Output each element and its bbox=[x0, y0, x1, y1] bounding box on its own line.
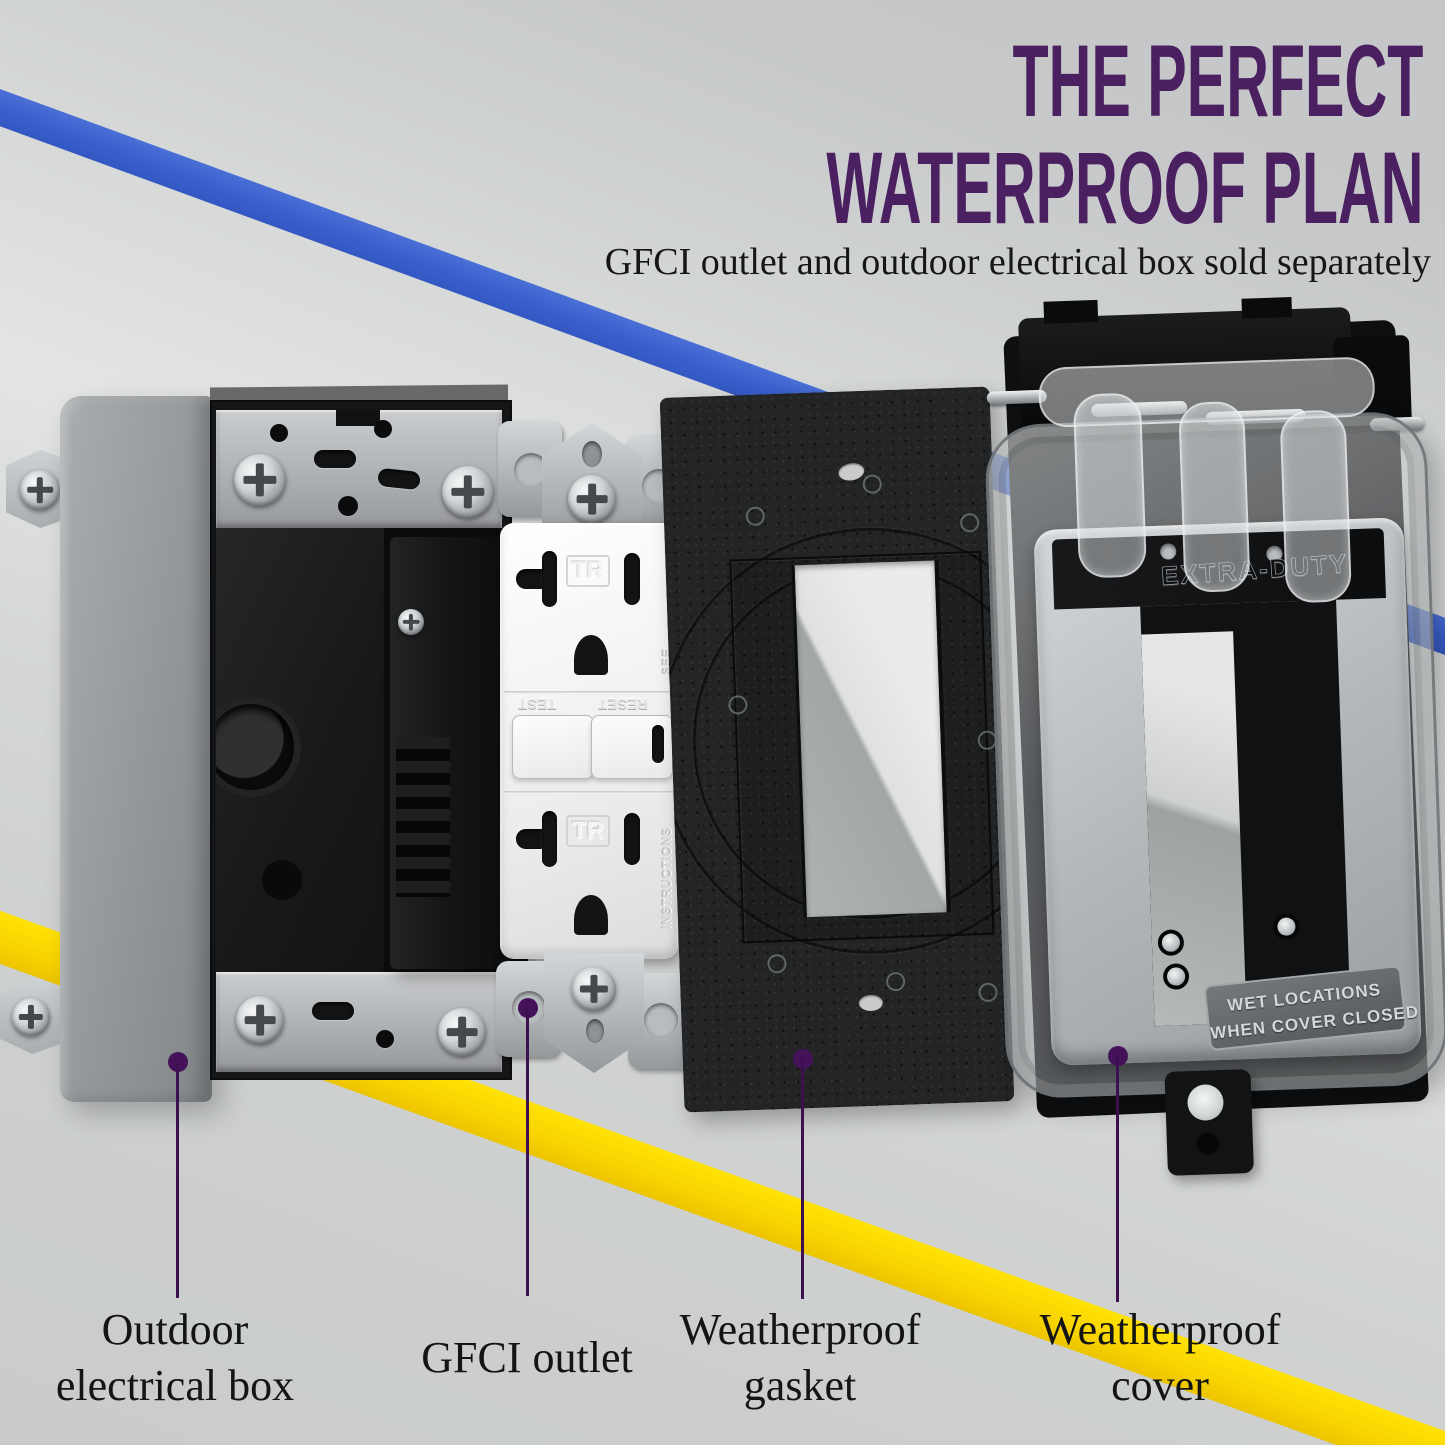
heatsink-fins bbox=[396, 737, 450, 897]
hot-slot bbox=[624, 553, 640, 605]
face-groove bbox=[504, 691, 674, 694]
callout-line-gasket bbox=[801, 1059, 804, 1299]
gfci-face: TR TEST RESET TR SEE INSTRUCTIONS bbox=[500, 523, 678, 959]
label-line: GFCI outlet bbox=[421, 1333, 633, 1382]
tr-marking: TR bbox=[566, 815, 610, 847]
box-mounting-plate-top bbox=[216, 410, 502, 528]
screw-icon bbox=[438, 1008, 486, 1056]
screw-icon bbox=[568, 475, 616, 523]
gasket-mark bbox=[767, 953, 787, 974]
box-side-panel bbox=[60, 396, 212, 1102]
weatherproof-cover: EXTRA-DUTY WET LOCATIONS WHEN COVER CLOS… bbox=[970, 290, 1445, 1198]
label-line: electrical box bbox=[55, 1361, 295, 1411]
screw-icon bbox=[12, 998, 50, 1036]
yoke-oval-hole bbox=[582, 441, 602, 467]
ground-hole bbox=[574, 895, 608, 935]
callout-line-box bbox=[176, 1062, 179, 1298]
label-line: Outdoor bbox=[101, 1305, 249, 1354]
plate-slot bbox=[314, 450, 356, 468]
cover-opening bbox=[1140, 599, 1351, 1027]
plate-notch bbox=[336, 410, 380, 426]
interior-hole bbox=[262, 860, 302, 900]
gasket-mark bbox=[862, 474, 883, 494]
label-gfci-outlet: GFCI outlet bbox=[377, 1330, 677, 1386]
gasket-mark bbox=[885, 971, 906, 992]
label-line: cover bbox=[1111, 1361, 1209, 1411]
indicator-slot bbox=[652, 725, 664, 763]
test-button bbox=[512, 715, 594, 779]
subtitle: GFCI outlet and outdoor electrical box s… bbox=[604, 241, 1431, 283]
label-outdoor-electrical-box: Outdoor electrical box bbox=[20, 1302, 330, 1415]
gasket-screw-hole bbox=[858, 994, 884, 1012]
cover-screw-hole bbox=[1159, 543, 1177, 560]
callout-line-gfci bbox=[526, 1008, 529, 1296]
hot-slot bbox=[624, 813, 640, 865]
instructions-marking: INSTRUCTIONS bbox=[660, 827, 674, 929]
opening-showthrough bbox=[1141, 631, 1247, 1027]
label-line: Weatherproof bbox=[1039, 1305, 1281, 1354]
gasket-opening bbox=[791, 560, 951, 918]
clear-hinge-knuckle bbox=[1072, 392, 1148, 579]
face-groove bbox=[504, 791, 674, 794]
screw-icon bbox=[236, 996, 284, 1044]
mounting-lug bbox=[0, 978, 62, 1054]
test-marking: TEST bbox=[518, 695, 557, 712]
screw-icon bbox=[1277, 917, 1296, 936]
conduit-knockout-hole bbox=[216, 704, 294, 790]
label-weatherproof-cover: Weatherproof cover bbox=[1010, 1302, 1310, 1415]
screw-icon bbox=[234, 454, 286, 506]
clear-hinge-knuckle bbox=[1279, 409, 1353, 604]
latch-hole bbox=[1196, 1132, 1220, 1155]
screw-icon bbox=[442, 466, 494, 518]
ground-hole bbox=[574, 635, 608, 675]
label-line: gasket bbox=[743, 1361, 857, 1411]
plate-hole bbox=[374, 420, 392, 438]
screw-icon bbox=[20, 470, 60, 510]
plate-hole bbox=[338, 496, 358, 516]
neutral-t-slot bbox=[542, 811, 557, 867]
box-mounting-plate-bottom bbox=[216, 972, 502, 1072]
gasket-screw-hole bbox=[837, 461, 866, 483]
screw-icon bbox=[398, 609, 424, 635]
reset-marking: RESET bbox=[598, 695, 649, 712]
gasket-mark bbox=[745, 506, 766, 527]
neutral-t-slot bbox=[542, 551, 557, 607]
latch-hole bbox=[1186, 1083, 1225, 1122]
plate-slot bbox=[312, 1002, 354, 1020]
yoke-oval-hole bbox=[586, 1019, 604, 1043]
tr-marking: TR bbox=[566, 555, 610, 587]
screw-icon bbox=[572, 967, 616, 1011]
plate-hole bbox=[376, 1030, 394, 1048]
clear-hinge-knuckle bbox=[1178, 400, 1251, 593]
label-weatherproof-gasket: Weatherproof gasket bbox=[650, 1302, 950, 1415]
page-title: THE PERFECT WATERPROOF PLAN bbox=[394, 24, 1423, 246]
weatherproof-gasket bbox=[659, 386, 1015, 1113]
title-line-1: THE PERFECT bbox=[1012, 24, 1423, 138]
title-line-2: WATERPROOF PLAN bbox=[825, 131, 1423, 246]
callout-line-cover bbox=[1116, 1056, 1119, 1302]
cover-latch-ear bbox=[1164, 1068, 1254, 1176]
gfci-outlet: TR TEST RESET TR SEE INSTRUCTIONS bbox=[382, 405, 698, 1081]
label-line: Weatherproof bbox=[679, 1305, 921, 1354]
yoke-hole bbox=[644, 1003, 678, 1037]
plate-hole bbox=[270, 424, 288, 442]
